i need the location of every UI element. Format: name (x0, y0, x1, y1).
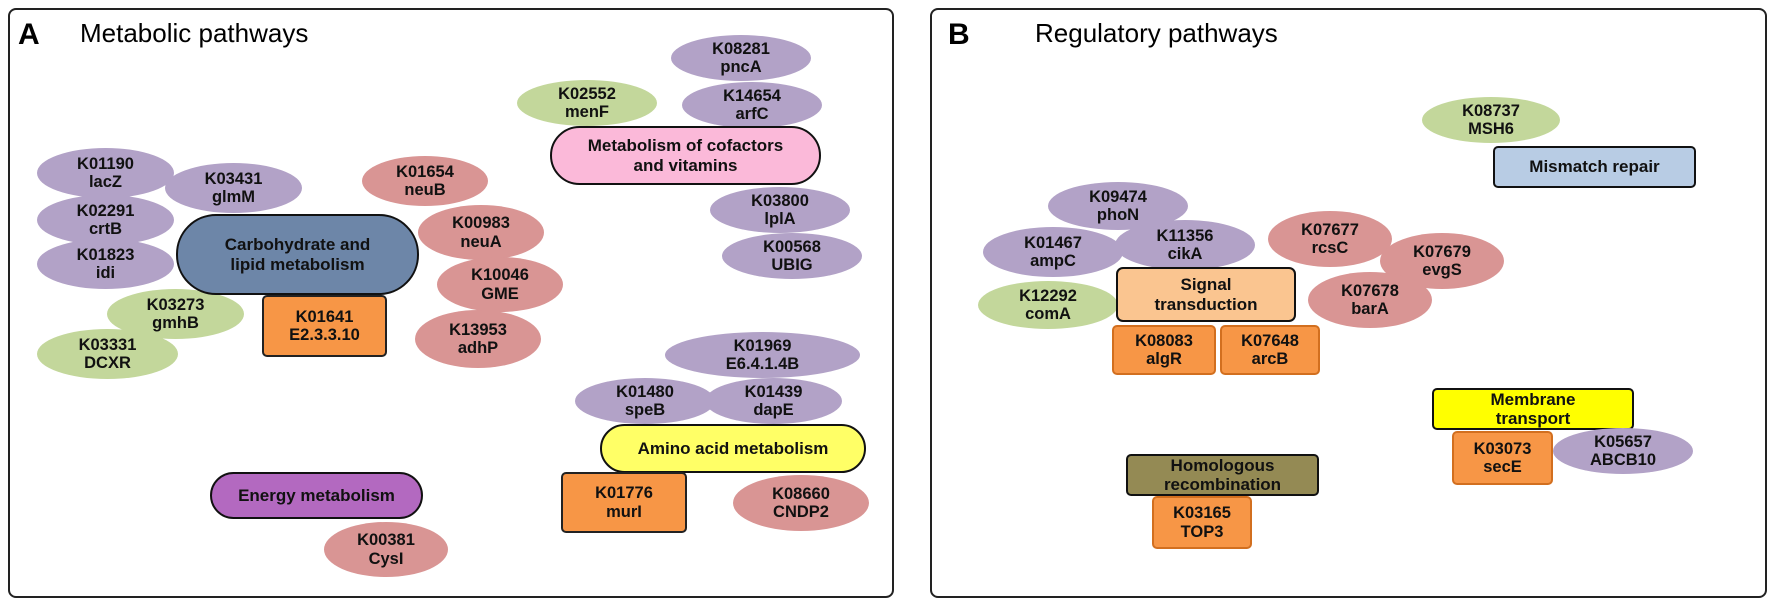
hub-mismatch-repair: Mismatch repair (1493, 146, 1696, 188)
ko-node-k08083: K08083 algR (1112, 325, 1216, 375)
ko-node-k01654: K01654 neuB (362, 156, 488, 206)
ko-node-k03165: K03165 TOP3 (1152, 496, 1252, 549)
ko-node-k01641: K01641 E2.3.3.10 (262, 295, 387, 357)
hub-membrane-transport: Membrane transport (1432, 388, 1634, 430)
ko-node-k00983: K00983 neuA (418, 205, 544, 260)
hub-cofactors-vitamins: Metabolism of cofactors and vitamins (550, 126, 821, 185)
hub-amino-acid-metabolism: Amino acid metabolism (600, 424, 866, 473)
ko-node-k00381: K00381 CysI (324, 522, 448, 577)
panel-a-letter: A (18, 18, 40, 51)
ko-node-k01439: K01439 dapE (705, 378, 842, 424)
ko-node-k01467: K01467 ampC (983, 227, 1123, 277)
ko-node-k00568: K00568 UBIG (722, 233, 862, 279)
ko-node-k07677: K07677 rcsC (1268, 211, 1392, 267)
ko-node-k01190: K01190 lacZ (37, 148, 174, 198)
ko-node-k12292: K12292 comA (978, 281, 1118, 329)
ko-node-k01776: K01776 murI (561, 472, 687, 533)
ko-node-k02291: K02291 crtB (37, 195, 174, 245)
hub-signal-transduction: Signal transduction (1116, 267, 1296, 322)
ko-node-k08660: K08660 CNDP2 (733, 475, 869, 531)
panel-b-title: Regulatory pathways (1035, 18, 1278, 48)
ko-node-k13953: K13953 adhP (415, 310, 541, 368)
ko-node-k14654: K14654 arfC (682, 82, 822, 128)
ko-node-k01823: K01823 idi (37, 239, 174, 289)
ko-node-k03800: K03800 lplA (710, 187, 850, 233)
panel-a-title: Metabolic pathways (80, 18, 309, 48)
ko-node-k07679: K07679 evgS (1380, 233, 1504, 289)
ko-node-k08281: K08281 pncA (671, 35, 811, 81)
ko-node-k11356: K11356 cikA (1115, 220, 1255, 270)
ko-node-k07648: K07648 arcB (1220, 325, 1320, 375)
ko-node-k07678: K07678 barA (1308, 272, 1432, 328)
ko-node-k01480: K01480 speB (575, 378, 715, 424)
ko-node-k03331: K03331 DCXR (37, 329, 178, 379)
ko-node-k01969: K01969 E6.4.1.4B (665, 332, 860, 378)
ko-node-k03073: K03073 secE (1452, 431, 1553, 485)
panel-b-letter: B (948, 18, 970, 51)
ko-node-k10046: K10046 GME (437, 257, 563, 312)
ko-node-k05657: K05657 ABCB10 (1553, 428, 1693, 474)
ko-node-k03431: K03431 glmM (165, 163, 302, 213)
ko-node-k02552: K02552 menF (517, 80, 657, 126)
ko-node-k08737: K08737 MSH6 (1422, 97, 1560, 143)
hub-energy-metabolism: Energy metabolism (210, 472, 423, 519)
hub-homologous-recombination: Homologous recombination (1126, 454, 1319, 496)
hub-carbohydrate-lipid-metabolism: Carbohydrate and lipid metabolism (176, 214, 419, 295)
